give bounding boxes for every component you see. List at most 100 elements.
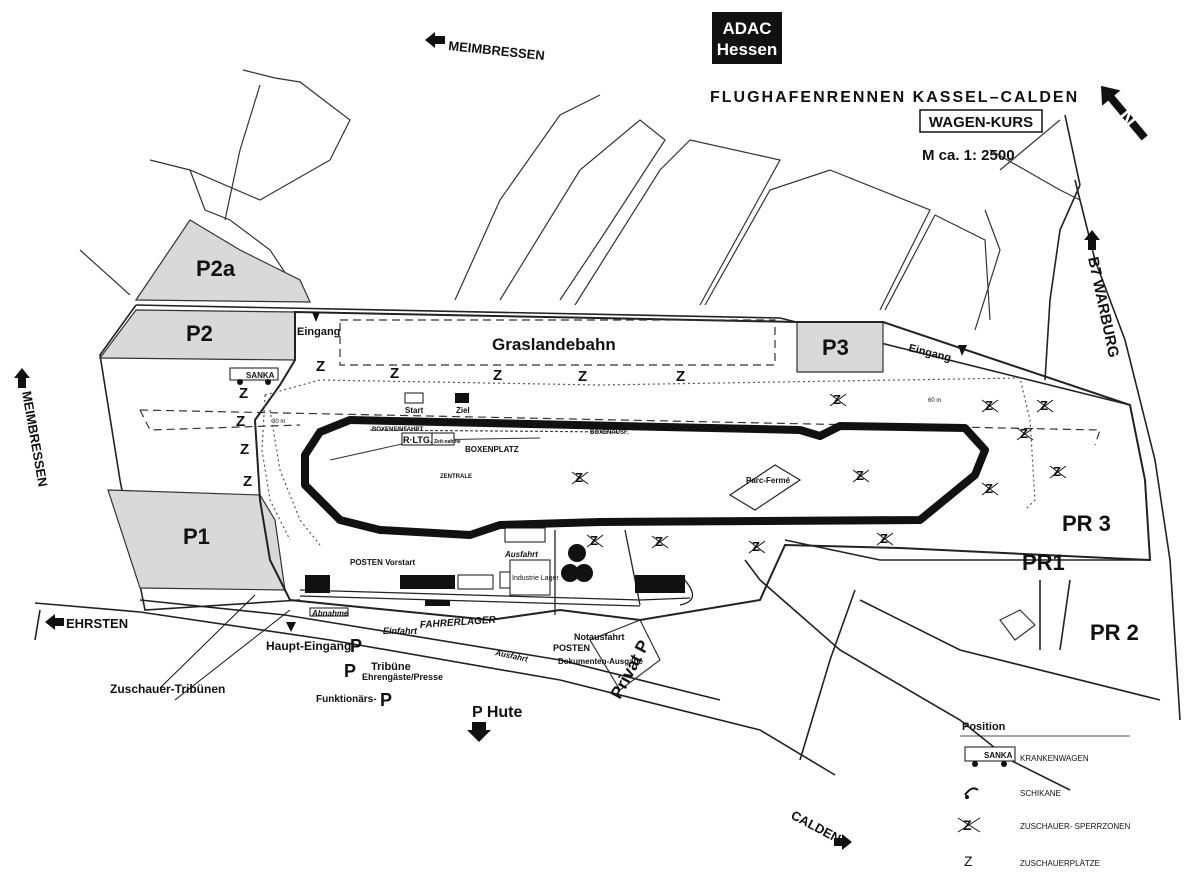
- p-sign-funktionaers: P: [380, 690, 392, 710]
- arrow-icon: [14, 368, 30, 388]
- airport-boundary: [253, 310, 1152, 622]
- ehrsten-label: EHRSTEN: [66, 616, 128, 631]
- z-mark: Z: [676, 368, 685, 385]
- boxenausf-label: BOXENAUSF.: [590, 430, 629, 436]
- pr1-label: PR1: [1022, 550, 1065, 575]
- zentrale-label: ZENTRALE: [440, 474, 472, 480]
- parking-p1: [107, 489, 286, 591]
- parking-p2a: [134, 219, 311, 303]
- map-scale: M ca. 1: 2500: [922, 147, 1015, 164]
- industrie-lager-label: Industrie Lager: [512, 575, 559, 582]
- svg-text:Z: Z: [963, 817, 972, 833]
- z-mark: Z: [239, 385, 248, 402]
- z-mark: Z: [316, 358, 325, 375]
- legend-schikane-label: SCHIKANE: [1020, 789, 1061, 798]
- chicane-icon: [964, 787, 979, 799]
- map-title: FLUGHAFENRENNEN KASSEL–CALDEN: [710, 89, 1079, 106]
- p-hute-label: P Hute: [472, 704, 522, 721]
- p3-label: P3: [822, 335, 849, 360]
- parc-ferme-label: Parc-Fermé: [746, 476, 791, 485]
- abnahme-label: Abnahme: [311, 609, 349, 618]
- einfahrt-label: Einfahrt: [383, 626, 418, 636]
- eingang-left-label: Eingang: [297, 326, 340, 338]
- adac-logo: ADAC Hessen: [712, 12, 782, 64]
- arrow-icon: [45, 614, 64, 630]
- p-sign-ehrsten: P: [350, 636, 362, 656]
- p1-label: P1: [183, 524, 210, 549]
- arrow-icon: [1084, 230, 1100, 250]
- legend: Position SANKA KRANKENWAGEN SCHIKANE Z Z…: [957, 721, 1130, 869]
- pit-lane: [369, 429, 621, 433]
- arrow-icon: [425, 32, 445, 48]
- buildings: [305, 527, 685, 617]
- b7-label: B7 WARBURG: [1084, 255, 1122, 359]
- zeitnahme-label: Zeit-nahme: [434, 439, 461, 445]
- haupt-eingang-label: Haupt-Eingang: [266, 639, 351, 653]
- eingang-right-label: Eingang: [907, 342, 952, 364]
- ziel-label: Ziel: [456, 406, 470, 415]
- legend-krankenwagen-label: KRANKENWAGEN: [1020, 754, 1089, 763]
- legend-ambulance-icon: SANKA: [964, 746, 1016, 767]
- notausfahrt-label: Notausfahrt: [574, 632, 625, 642]
- legend-z-symbol: Z: [964, 853, 973, 869]
- race-track: [301, 416, 989, 539]
- pr3-label: PR 3: [1062, 511, 1111, 536]
- legend-heading: Position: [962, 721, 1006, 733]
- dokumenten-label: Dokumenten-Ausgabe: [558, 657, 643, 666]
- map-subtitle: WAGEN-KURS: [929, 114, 1033, 131]
- spectator-places: Z Z Z Z Z Z Z Z Z: [236, 358, 685, 490]
- distance-30m-label: 30 m: [272, 419, 285, 425]
- direction-b7: B7 WARBURG: [1084, 230, 1122, 359]
- haupt-eingang-arrow-icon: [286, 622, 296, 632]
- posten-label: POSTEN: [553, 643, 590, 653]
- arrow-down-icon: [467, 722, 491, 742]
- parc-ferme-area: [728, 464, 802, 511]
- service-road: [299, 589, 691, 601]
- entrance-arrow-icon: [958, 345, 967, 356]
- parking-areas: [98, 219, 884, 591]
- sperrzonen-marks: ZZZ ZZZ ZZZ ZZZ: [575, 392, 1061, 554]
- r-ltg-label: R·LTG.: [403, 435, 432, 445]
- sperrzone-icon: Z: [957, 817, 981, 833]
- z-mark: Z: [240, 441, 249, 458]
- tribuene-label: Tribüne: [371, 661, 411, 673]
- p2a-label: P2a: [196, 256, 236, 281]
- entrance-arrow-icon: [312, 312, 320, 322]
- pr2-label: PR 2: [1090, 620, 1139, 645]
- ausfahrt-top-label: Ausfahrt: [504, 550, 538, 559]
- ehrengaeste-label: Ehrengäste/Presse: [362, 672, 443, 682]
- field-parcels: [79, 69, 1081, 331]
- z-mark: Z: [390, 365, 399, 382]
- z-mark: Z: [243, 473, 252, 490]
- start-label: Start: [405, 406, 424, 415]
- zuschauer-tribuenen-label: Zuschauer-Tribünen: [110, 682, 225, 696]
- sanka-label: SANKA: [246, 371, 275, 380]
- direction-meimbressen-left: MEIMBRESSEN: [14, 368, 51, 488]
- distance-60m-label: 60 m: [928, 398, 941, 404]
- privat-p-label: Privat P: [607, 637, 653, 702]
- direction-p-hute: P Hute: [467, 704, 522, 742]
- graslandebahn-runway: [339, 319, 776, 366]
- p-sign-tribune: P: [344, 661, 356, 681]
- logo-line1: ADAC: [722, 19, 771, 38]
- ausfahrt-bottom-label: Ausfahrt: [494, 648, 529, 664]
- posten-vorstart-label: POSTEN Vorstart: [350, 558, 416, 567]
- meimbressen-top-label: MEIMBRESSEN: [448, 38, 546, 63]
- direction-meimbressen-top: MEIMBRESSEN: [425, 32, 546, 63]
- fahrerlager-label: FAHRERLAGER: [419, 615, 496, 631]
- z-mark: Z: [236, 413, 245, 430]
- arrow-icon: [834, 834, 852, 850]
- direction-calden: CALDEN: [789, 807, 852, 850]
- funktionaers-label: Funktionärs-: [316, 694, 377, 705]
- boxenplatz-label: BOXENPLATZ: [465, 445, 519, 454]
- legend-sperrzonen-label: ZUSCHAUER- SPERRZONEN: [1020, 822, 1130, 831]
- spectator-fence: [261, 377, 1036, 541]
- z-mark: Z: [493, 367, 502, 384]
- z-mark: Z: [578, 368, 587, 385]
- meimbressen-left-label: MEIMBRESSEN: [19, 390, 51, 488]
- direction-ehrsten: EHRSTEN: [45, 614, 128, 631]
- north-arrow-icon: N: [1101, 85, 1148, 141]
- graslandebahn-label: Graslandebahn: [492, 335, 616, 354]
- legend-sanka-label: SANKA: [984, 751, 1013, 760]
